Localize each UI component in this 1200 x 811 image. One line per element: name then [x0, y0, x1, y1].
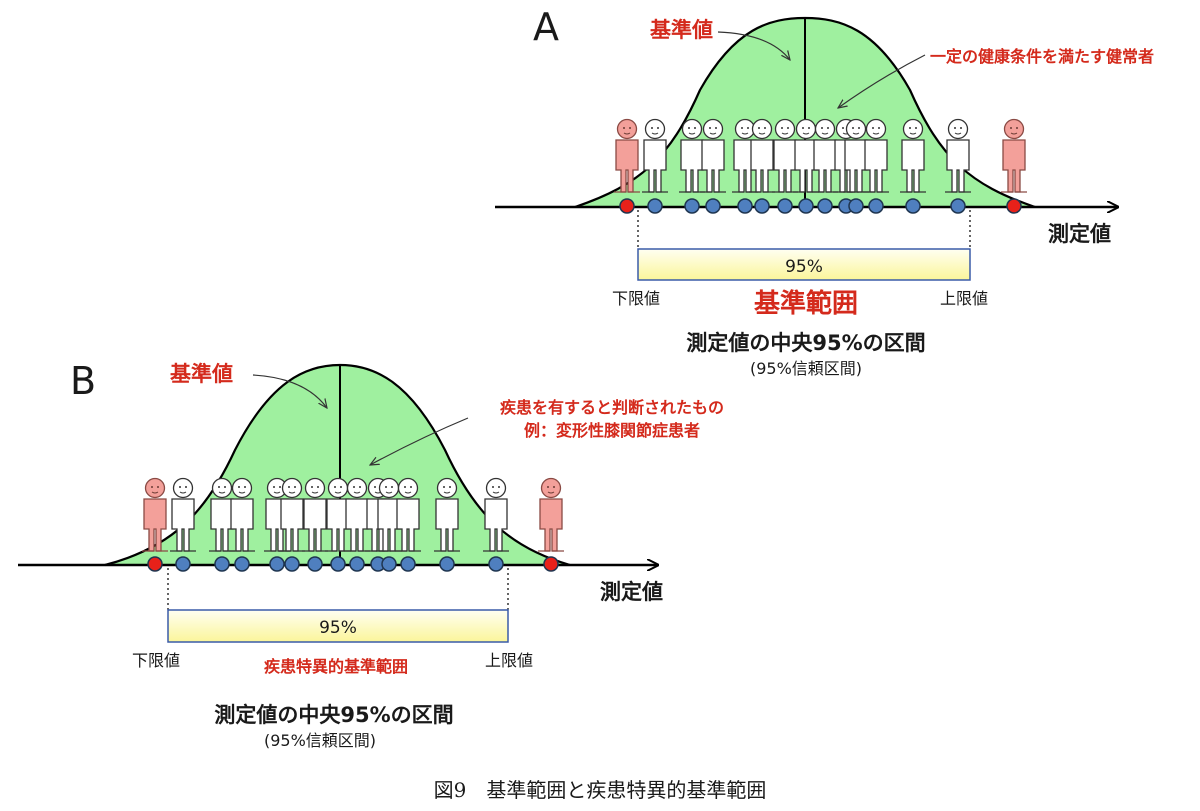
axis-label: 測定値 [600, 580, 663, 604]
interval-label: 測定値の中央95%の区間 [686, 331, 925, 355]
outlier-dot [1006, 198, 1022, 214]
sample-dot [439, 556, 455, 572]
sample-dot [400, 556, 416, 572]
outlier-dot [619, 198, 635, 214]
sample-dot [848, 198, 864, 214]
figure-caption: 図9 基準範囲と疾患特異的基準範囲 [434, 778, 767, 802]
sample-dot [950, 198, 966, 214]
outlier-dot [543, 556, 559, 572]
panel-b: B [18, 359, 724, 750]
sample-dot [798, 198, 814, 214]
band-label: 95% [319, 618, 357, 638]
sample-dot [737, 198, 753, 214]
axis-label: 測定値 [1048, 222, 1111, 246]
sample-dot [705, 198, 721, 214]
reference-value-label: 基準値 [650, 18, 713, 42]
sample-dot [269, 556, 285, 572]
band-label: 95% [785, 257, 823, 277]
lower-limit-label: 下限値 [612, 289, 660, 308]
range-band [637, 248, 971, 281]
upper-limit-label: 上限値 [940, 289, 988, 308]
confidence-label: (95%信頼区間) [264, 731, 376, 750]
sample-dot [754, 198, 770, 214]
upper-limit-label: 上限値 [485, 651, 533, 670]
range-band [167, 609, 509, 643]
population-pointer [370, 417, 469, 465]
population-label-line-2: 例：変形性膝関節症患者 [524, 421, 700, 440]
sample-dots [619, 198, 1022, 214]
reference-pointer [252, 374, 327, 408]
reference-value-label: 基準値 [170, 362, 233, 386]
population-label: 一定の健康条件を満たす健常者 [930, 47, 1154, 66]
sample-dot [777, 198, 793, 214]
sample-dot [868, 198, 884, 214]
sample-dot [817, 198, 833, 214]
population-pointer [838, 54, 926, 108]
sample-dot [307, 556, 323, 572]
range-label: 疾患特異的基準範囲 [264, 657, 408, 676]
sample-dot [175, 556, 191, 572]
reference-pointer [717, 31, 790, 60]
sample-dot [488, 556, 504, 572]
sample-dot [684, 198, 700, 214]
confidence-label: (95%信頼区間) [750, 359, 862, 378]
person-outlier-icon [1000, 118, 1028, 193]
panel-a: A [495, 5, 1154, 378]
sample-dot [647, 198, 663, 214]
sample-dot [284, 556, 300, 572]
interval-label: 測定値の中央95%の区間 [214, 703, 453, 727]
sample-dot [381, 556, 397, 572]
range-label: 基準範囲 [754, 288, 858, 319]
person-outlier-icon [537, 477, 565, 552]
panel-letter: B [70, 359, 96, 403]
population-label-line-1: 疾患を有すると判断されたもの [500, 398, 724, 417]
sample-dot [349, 556, 365, 572]
outlier-dot [147, 556, 163, 572]
sample-dot [905, 198, 921, 214]
panel-letter: A [533, 5, 559, 49]
sample-dot [330, 556, 346, 572]
sample-dot [214, 556, 230, 572]
sample-dot [234, 556, 250, 572]
lower-limit-label: 下限値 [132, 651, 180, 670]
sample-dots [147, 556, 559, 572]
